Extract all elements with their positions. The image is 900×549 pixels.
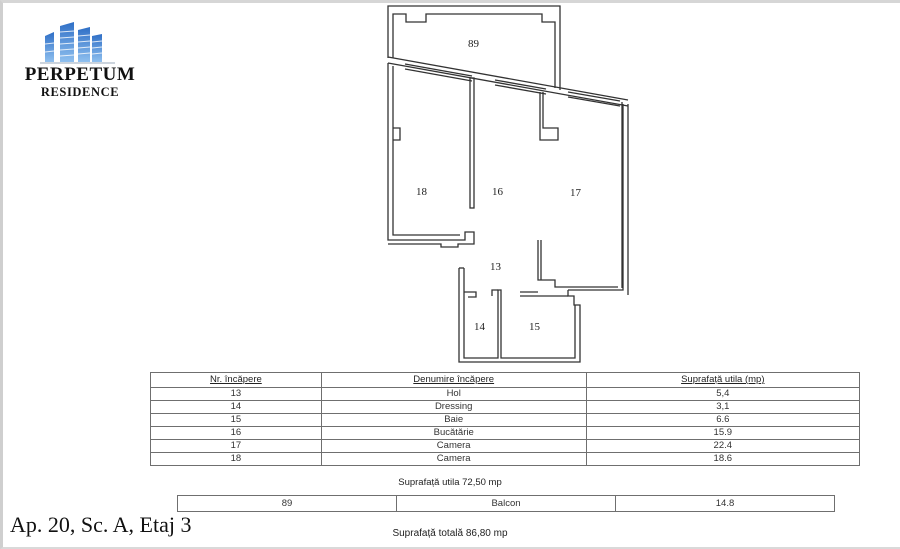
balcony-table: 89 Balcon 14.8	[177, 495, 835, 512]
header-room-area: Suprafață utila (mp)	[585, 372, 861, 388]
cell-name: Baie	[320, 413, 587, 427]
cell-area: 3,1	[585, 400, 861, 414]
table-row: 17 Camera 22.4	[150, 439, 861, 453]
room-label-18: 18	[416, 186, 427, 198]
room-label-15: 15	[529, 321, 540, 333]
cell-name: Hol	[320, 387, 587, 401]
table-header-row: Nr. încăpere Denumire încăpere Suprafață…	[150, 372, 861, 388]
table-row: 18 Camera 18.6	[150, 452, 861, 466]
logo: PERPETUM RESIDENCE	[10, 22, 150, 102]
cell-name: Bucătărie	[320, 426, 587, 440]
table-row: 14 Dressing 3,1	[150, 400, 861, 414]
cell-number: 17	[150, 439, 322, 453]
cell-number: 16	[150, 426, 322, 440]
rooms-table: Nr. încăpere Denumire încăpere Suprafață…	[150, 372, 861, 466]
room-label-14: 14	[474, 321, 485, 333]
cell-area: 14.8	[615, 495, 835, 512]
room-label-16: 16	[492, 186, 503, 198]
header-room-number: Nr. încăpere	[150, 372, 322, 388]
table-row: 15 Baie 6.6	[150, 413, 861, 427]
table-row: 16 Bucătărie 15.9	[150, 426, 861, 440]
cell-number: 13	[150, 387, 322, 401]
header-room-name: Denumire încăpere	[320, 372, 587, 388]
cell-number: 18	[150, 452, 322, 466]
logo-title: PERPETUM	[24, 64, 136, 85]
cell-name: Camera	[320, 439, 587, 453]
total-area-summary: Suprafață totală 86,80 mp	[392, 528, 508, 539]
useful-area-summary: Suprafață utila 72,50 mp	[398, 477, 502, 488]
cell-number: 14	[150, 400, 322, 414]
room-label-89: 89	[468, 38, 479, 50]
cell-number: 89	[177, 495, 397, 512]
floor-plan-drawing	[387, 5, 629, 363]
floor-plan: 89 18 16 17 13 14 15	[370, 0, 640, 370]
cell-area: 15.9	[585, 426, 861, 440]
logo-subtitle: RESIDENCE	[40, 85, 120, 99]
room-label-17: 17	[570, 187, 581, 199]
cell-number: 15	[150, 413, 322, 427]
cell-area: 22.4	[585, 439, 861, 453]
room-label-13: 13	[490, 261, 501, 273]
cell-area: 5,4	[585, 387, 861, 401]
table-row: 13 Hol 5,4	[150, 387, 861, 401]
cell-area: 6.6	[585, 413, 861, 427]
cell-name: Balcon	[396, 495, 616, 512]
cell-area: 18.6	[585, 452, 861, 466]
table-row: 89 Balcon 14.8	[177, 495, 835, 512]
cell-name: Dressing	[320, 400, 587, 414]
apartment-label: Ap. 20, Sc. A, Etaj 3	[10, 512, 192, 537]
cell-name: Camera	[320, 452, 587, 466]
buildings-icon	[40, 22, 115, 64]
